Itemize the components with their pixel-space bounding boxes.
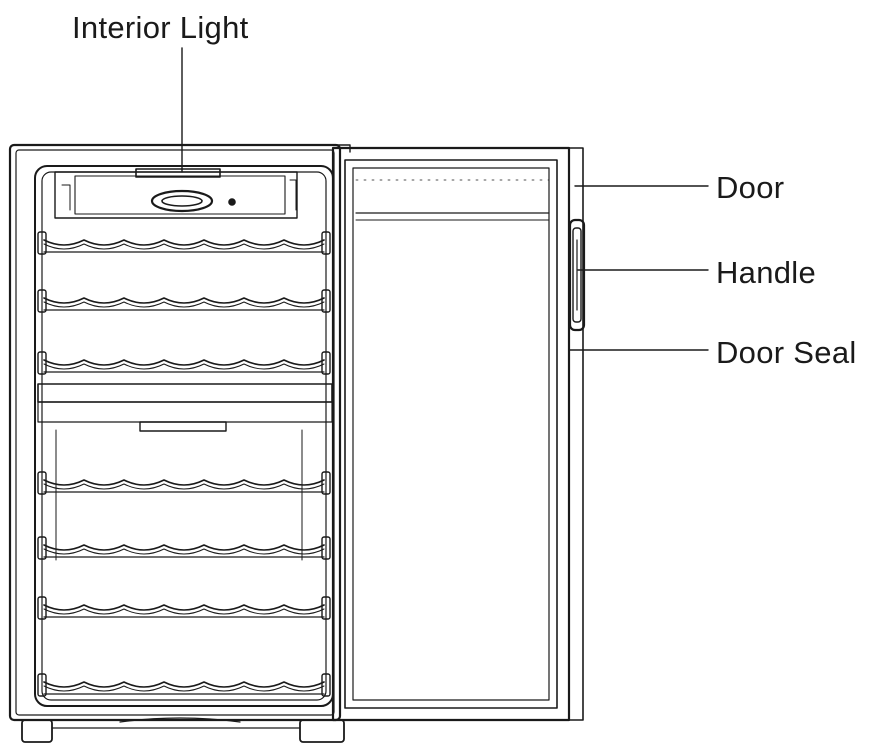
label-handle: Handle <box>716 255 817 290</box>
wine-rack-shelf <box>37 351 331 375</box>
door <box>331 146 584 722</box>
cabinet-body <box>8 143 351 722</box>
interior-light-housing <box>54 168 298 219</box>
wine-rack-shelves <box>37 231 331 697</box>
wine-rack-shelf <box>37 536 331 560</box>
leader-lines <box>181 47 709 351</box>
wine-rack-shelf <box>37 289 331 313</box>
display-divider <box>37 383 333 561</box>
wine-rack-shelf <box>37 471 331 495</box>
door-handle <box>568 218 586 332</box>
label-interior-light: Interior Light <box>72 10 249 45</box>
label-door: Door <box>716 170 785 205</box>
wine-rack-shelf <box>37 231 331 255</box>
wine-rack-shelf <box>37 596 331 620</box>
label-door-seal: Door Seal <box>716 335 857 370</box>
cabinet-base <box>21 717 345 743</box>
wine-rack-shelf <box>37 673 331 697</box>
